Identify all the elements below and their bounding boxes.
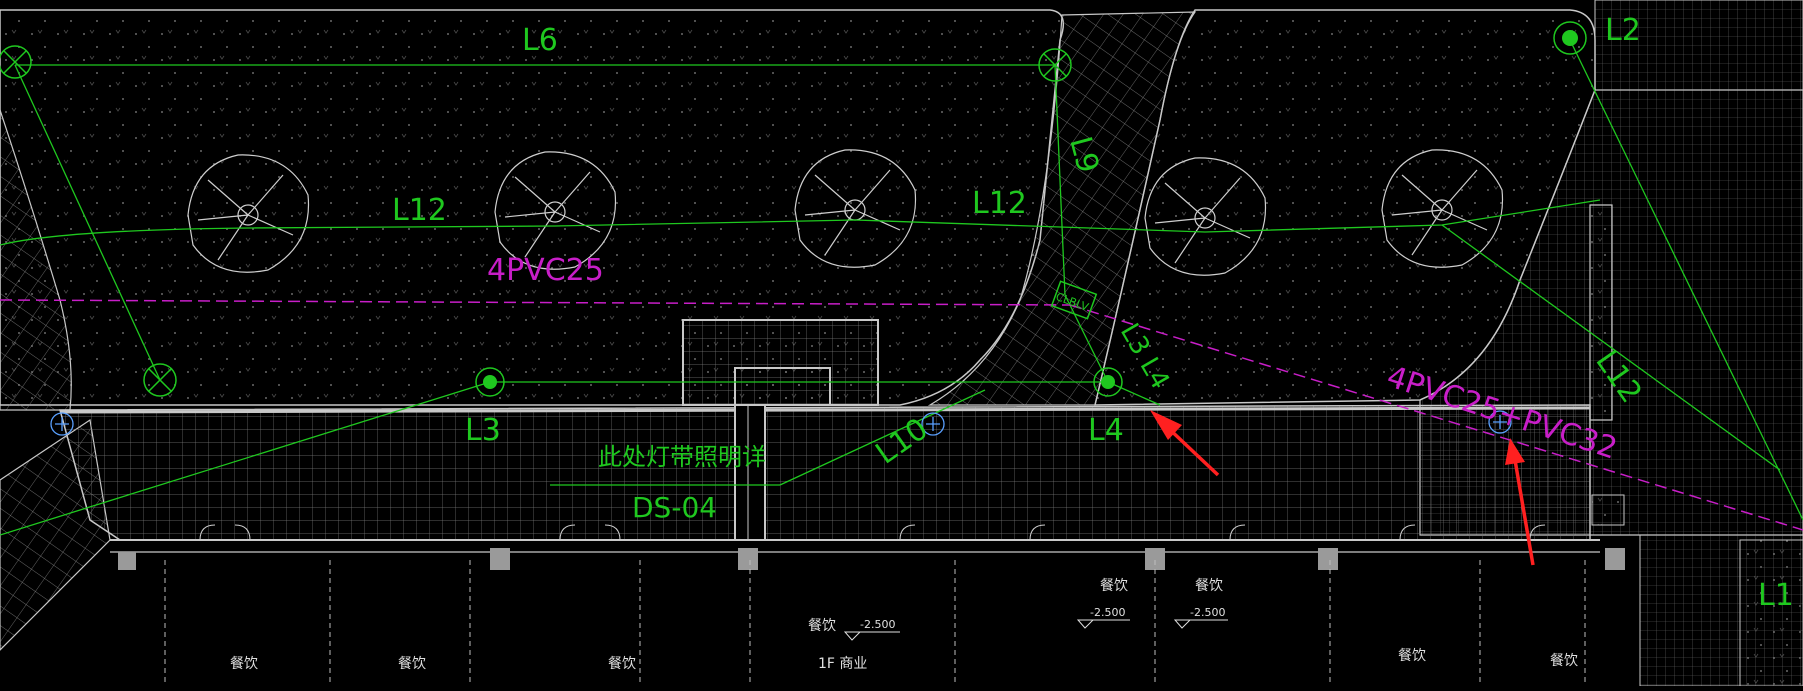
crossed-fixture-symbol: [0, 45, 1072, 397]
room-label: 餐饮: [608, 656, 636, 672]
paved-plaza-right: [1419, 0, 1803, 687]
circuit-label-l1: L1: [1758, 578, 1794, 613]
recessed-light-symbol: [50, 410, 1512, 436]
conduit-label-left: 4PVC25: [487, 253, 604, 288]
column: [490, 548, 510, 570]
room-label: 餐饮: [1550, 653, 1578, 669]
elevation-value: -2.500: [1090, 606, 1125, 619]
circuit-label-l4: L4: [1088, 413, 1124, 448]
room-label: 1F 商业: [818, 656, 867, 672]
room-label: 餐饮: [1195, 578, 1223, 594]
elevation-markers: -2.500 -2.500 -2.500: [843, 606, 1228, 641]
conduit-run: [0, 299, 1803, 531]
circuit-label-l12: L12: [972, 186, 1027, 221]
column: [1318, 548, 1338, 570]
column: [118, 552, 136, 570]
room-label: 餐饮: [1398, 648, 1426, 664]
circuit-label-l3: L3: [465, 413, 501, 448]
tree-symbol: [1144, 157, 1267, 276]
fixtures: [0, 21, 1587, 436]
column: [1605, 548, 1625, 570]
entrance-canopy: [682, 319, 879, 541]
room-labels: 餐饮 餐饮 餐饮 餐饮 1F 商业 餐饮 餐饮 餐饮 餐饮: [230, 578, 1578, 672]
planting-area-left: [0, 9, 1065, 406]
note-text: 此处灯带照明详: [598, 443, 766, 471]
red-annotation-arrows: [1150, 410, 1535, 566]
room-label: 餐饮: [808, 618, 836, 634]
lighting-note: 此处灯带照明详 DS-04: [598, 443, 766, 524]
tree-symbol: [187, 154, 310, 273]
paved-walkway: [927, 11, 1197, 406]
circuit-label-l2: L2: [1605, 13, 1641, 48]
trees: [187, 149, 1504, 276]
column: [1145, 548, 1165, 570]
red-arrow-left: [1150, 410, 1220, 477]
building-facade: [110, 524, 1625, 686]
paved-promenade: [59, 404, 1591, 541]
elevation-value: -2.500: [1190, 606, 1225, 619]
tree-symbol: [494, 151, 617, 270]
column: [738, 548, 758, 570]
elevation-value: -2.500: [860, 618, 895, 631]
room-label: 餐饮: [1100, 578, 1128, 594]
junction-box-symbol: [1050, 280, 1098, 320]
room-label: 餐饮: [398, 656, 426, 672]
circuit-label-l12: L12: [392, 193, 447, 228]
room-label: 餐饮: [230, 656, 258, 672]
pole-light-symbol: [475, 21, 1587, 397]
red-arrow-right: [1505, 438, 1535, 566]
circuit-label-l6: L6: [522, 23, 558, 58]
note-reference: DS-04: [632, 491, 717, 524]
tree-symbol: [1381, 149, 1504, 268]
circuit-wiring: [0, 39, 1803, 536]
